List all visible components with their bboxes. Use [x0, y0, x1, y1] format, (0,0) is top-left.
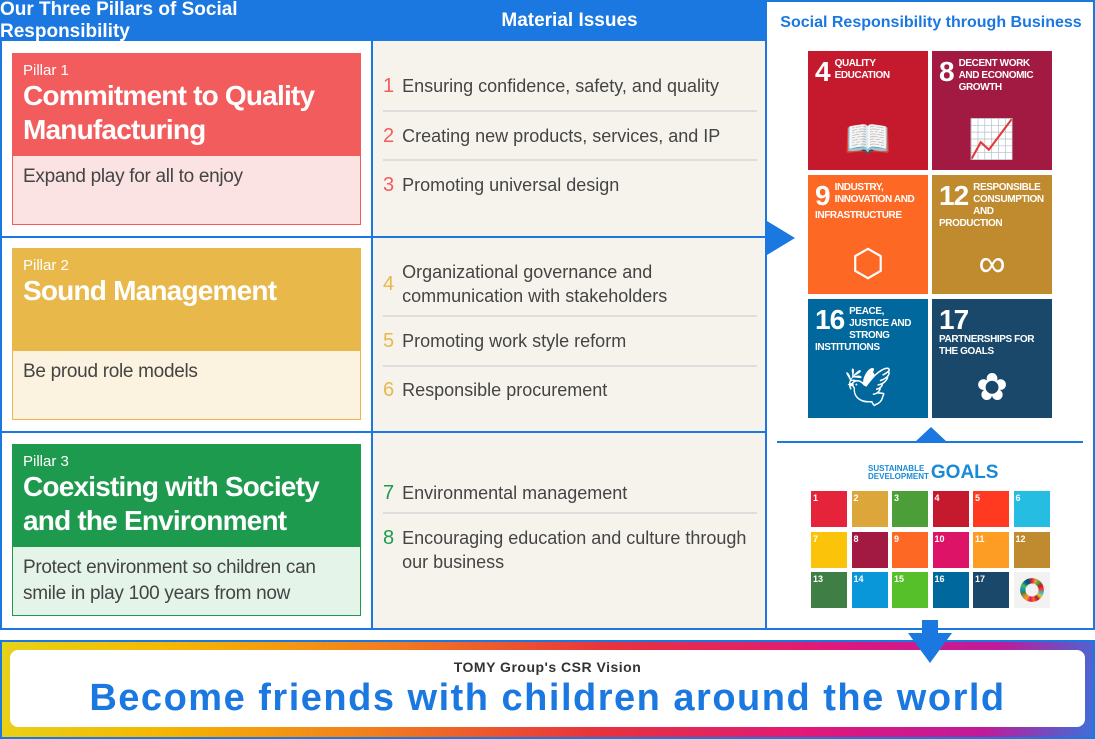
growth-chart-icon: 📈	[968, 119, 1016, 161]
pillar-title: Commitment to Quality Manufacturing	[23, 80, 315, 145]
row-divider	[0, 236, 766, 238]
arrow-up-icon	[915, 427, 947, 442]
pillars-header: Our Three Pillars of Social Responsibili…	[0, 0, 372, 42]
vision-text: Become friends with children around the …	[89, 677, 1006, 719]
pillar-desc: Protect environment so children can smil…	[23, 557, 316, 604]
business-header: Social Responsibility through Business	[780, 14, 1082, 31]
sdg-mini-tile: 11	[973, 531, 1009, 568]
rings-icon: ✿	[976, 367, 1008, 409]
sdg-mini-tile: 1	[811, 491, 847, 527]
pillar-label: Pillar 3	[23, 453, 69, 470]
issues-column	[373, 41, 765, 628]
sdg-mini-tile: 13	[811, 572, 847, 608]
sdg-mini-tile: 6	[1013, 491, 1050, 527]
arrow-right-icon	[767, 221, 795, 255]
sdg-mini-tile: 4	[932, 491, 969, 527]
vision-label: TOMY Group's CSR Vision	[453, 659, 642, 675]
arrow-down-icon	[908, 633, 952, 663]
pillar-desc: Be proud role models	[23, 361, 198, 382]
infinity-icon: ∞	[978, 243, 1006, 285]
pillar-desc: Expand play for all to enjoy	[23, 166, 243, 187]
col-divider	[371, 0, 373, 630]
sdg-mini-tile: 2	[851, 491, 888, 527]
pillar-label: Pillar 2	[23, 257, 69, 274]
sdg-mini-tile: 8	[851, 531, 888, 568]
issues-header: Material Issues	[373, 0, 766, 41]
sdg-mini-tile: 9	[892, 531, 928, 568]
vision-box: TOMY Group's CSR Vision Become friends w…	[10, 650, 1085, 727]
col-divider	[765, 0, 767, 630]
sdg-mini-tile: 7	[811, 531, 847, 568]
sdg-mini-tile: 5	[973, 491, 1009, 527]
sdg-mini-tile: 12	[1013, 531, 1050, 568]
divider-line	[777, 441, 1083, 443]
pillar-title: Sound Management	[23, 275, 277, 306]
sdg-wheel-icon	[1013, 572, 1050, 608]
sdg-mini-tile: 10	[932, 531, 969, 568]
pillar-label: Pillar 1	[23, 62, 69, 79]
row-divider	[0, 431, 766, 433]
sdg-mini-tile: 16	[932, 572, 969, 608]
sdg-mini-tile: 17	[973, 572, 1009, 608]
sdg-mini-tile: 15	[892, 572, 928, 608]
arrow-down-icon	[922, 620, 938, 634]
cubes-icon: ⬡	[851, 243, 885, 285]
sdg-mini-tile: 3	[892, 491, 928, 527]
sdg-mini-tile: 14	[851, 572, 888, 608]
dove-icon: 🕊	[843, 367, 893, 409]
pillar-title: Coexisting with Society and the Environm…	[23, 471, 320, 536]
book-icon: 📖	[844, 119, 892, 161]
